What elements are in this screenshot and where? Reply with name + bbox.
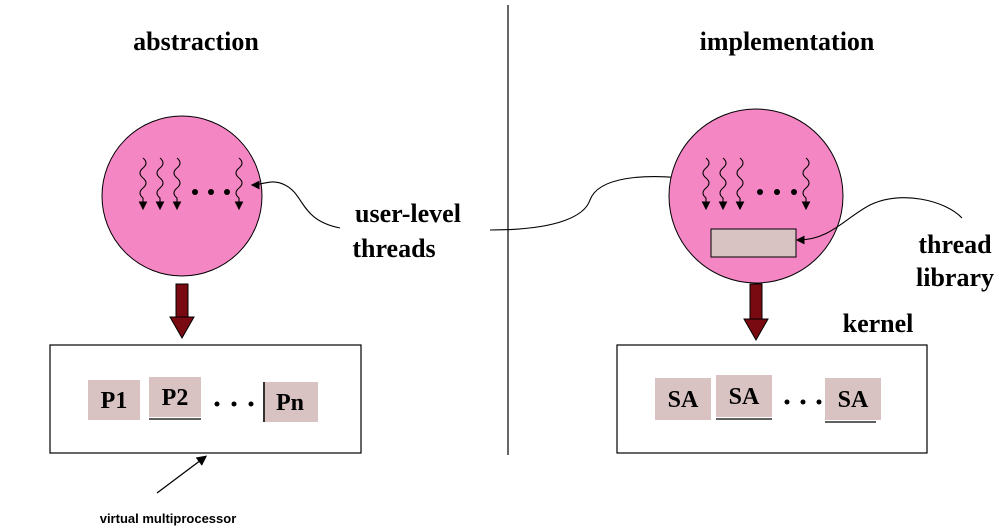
thread-dots-left — [192, 189, 230, 195]
pointer-to-thread-library — [795, 197, 963, 245]
down-arrow-right — [743, 283, 769, 342]
processor-dots-left — [214, 401, 254, 407]
sa-box-3 — [825, 378, 881, 420]
thread-dots-right — [757, 189, 797, 195]
sa-box-2 — [716, 375, 772, 417]
sa-label-2: SA — [729, 384, 760, 410]
user-level-label: user-level — [355, 199, 461, 228]
virtual-multiprocessor-caption: virtual multiprocessor — [100, 511, 237, 526]
processor-pn-label: Pn — [276, 390, 304, 416]
sa-dots — [784, 399, 822, 405]
sa-label-1: SA — [668, 387, 699, 413]
sa-label-3: SA — [838, 387, 869, 413]
thread-squiggles-left — [138, 157, 244, 211]
pointer-to-right-threads — [489, 174, 703, 231]
processor-p1-box — [88, 380, 140, 420]
library-label: library — [916, 263, 994, 292]
thread-label: thread — [918, 230, 992, 259]
caption-arrow — [156, 455, 208, 494]
down-arrow-left — [169, 283, 195, 340]
threads-label: threads — [352, 234, 435, 263]
sa-box-1 — [655, 378, 711, 420]
thread-squiggles-right — [701, 157, 811, 211]
processor-p1-label: P1 — [101, 388, 128, 414]
thread-library-box — [710, 228, 797, 258]
pointer-to-left-threads — [250, 180, 341, 229]
implementation-title: implementation — [700, 27, 875, 56]
processor-p2-box — [149, 377, 201, 417]
address-space-circle-left — [101, 115, 263, 277]
kernel-label: kernel — [843, 309, 914, 338]
processor-pn-box — [263, 382, 318, 422]
abstraction-title: abstraction — [133, 27, 259, 56]
processor-p2-label: P2 — [162, 385, 189, 411]
